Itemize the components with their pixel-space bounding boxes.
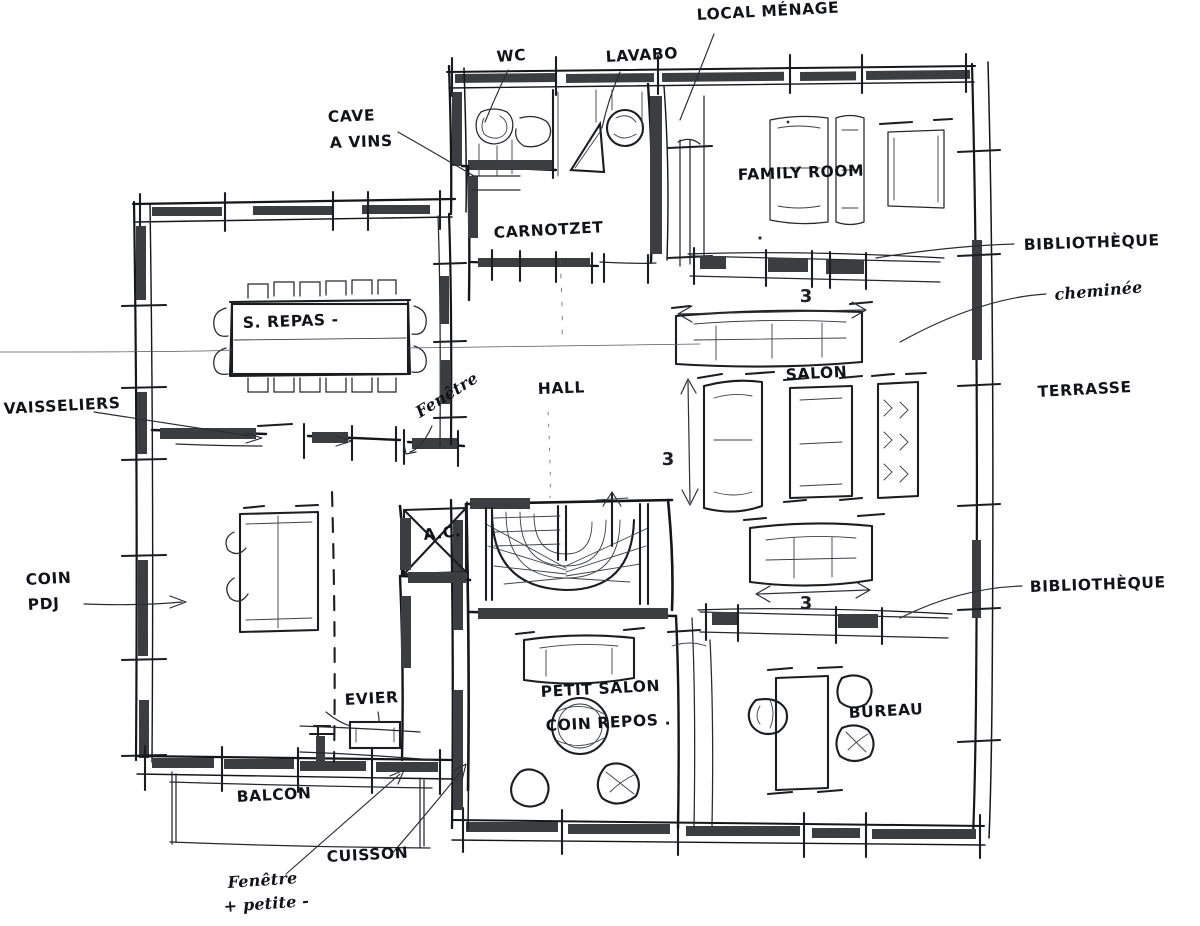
zone-petit-salon [510,626,646,808]
dimension-label-dim-salon-top: 3 [800,286,813,307]
room-label-hall: HALL [538,378,586,398]
room-label-lavabo: LAVABO [605,44,678,66]
room-label-bibliotheque-2: BIBLIOTHÈQUE [1029,572,1165,596]
room-label-balcon: BALCON [236,784,312,806]
room-label-fenetre-petite-1: Fenêtre [226,868,298,892]
main-block-walls [446,52,1002,860]
bibliotheque-upper [687,246,945,291]
zone-carnotzet [468,175,657,285]
room-label-bureau: BUREAU [848,700,923,722]
zone-hall-stair [398,411,678,792]
room-label-bibliotheque-1: BIBLIOTHÈQUE [1023,230,1159,254]
room-label-coin-pdj-2: PDJ [27,594,60,614]
room-label-cave-a-vins-2: A VINS [330,132,393,152]
zone-family-room [758,114,954,240]
zone-service [460,82,714,302]
dimension-lines [677,301,871,603]
zone-bureau [747,665,875,796]
dining-table-group [0,279,701,393]
hall-partitions [666,614,714,830]
room-label-carnotzet: CARNOTZET [493,218,604,242]
dimension-label-layer: 3 3 3 [662,286,813,614]
room-label-local-menage: LOCAL MÉNAGE [696,0,839,24]
room-label-cave-a-vins-1: CAVE [328,106,376,126]
room-label-cuisson: CUISSON [326,844,409,866]
left-wing-walls [120,189,457,796]
room-label-terrasse: TERRASSE [1037,378,1132,401]
dimension-label-dim-salon-left: 3 [662,449,675,470]
dimension-label-dim-sofa-bottom: 3 [800,593,813,614]
kitchen-counters [150,422,466,764]
leader-lines [83,33,1047,875]
zone-salon [670,300,928,513]
room-label-family-room: FAMILY ROOM [738,162,865,184]
room-label-wc: WC [496,46,527,66]
room-label-salon: SALON [785,363,847,384]
label-layer: WC LAVABO LOCAL MÉNAGE CAVE A VINS CARNOTZET F… [3,0,1166,916]
room-label-ac: A.C. [423,522,463,544]
room-label-s-repas: S. REPAS - [243,311,339,332]
wing-junction [432,212,563,447]
zone-salon-lower [697,512,953,646]
room-label-evier: EVIER [344,688,399,709]
room-label-coin-pdj-1: COIN [25,569,72,589]
